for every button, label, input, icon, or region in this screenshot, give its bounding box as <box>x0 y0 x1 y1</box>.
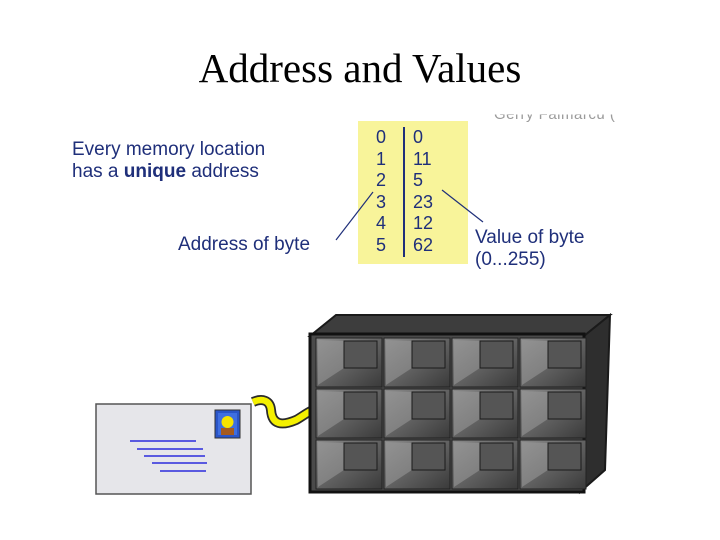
cabinet-cell <box>519 337 587 388</box>
cabinet-cell <box>451 337 519 388</box>
cabinet-cell <box>383 388 451 439</box>
caption-suffix: address <box>186 161 259 182</box>
caption-line-2: has a unique address <box>72 161 265 183</box>
cabinet-cell <box>315 439 383 490</box>
address-cell: 3 <box>376 191 387 212</box>
page-title: Address and Values <box>198 45 522 91</box>
cabinet-cell <box>519 388 587 439</box>
cabinet-cell <box>519 439 587 490</box>
cabinet-cell <box>315 337 383 388</box>
envelope-icon <box>95 403 252 495</box>
address-cell: 0 <box>376 127 387 147</box>
address-column: 0 1 2 3 4 5 <box>376 127 386 256</box>
caption: Every memory location has a unique addre… <box>72 139 265 183</box>
caption-prefix: has a <box>72 161 124 182</box>
cabinet-cell <box>451 439 519 490</box>
value-pointer-line <box>441 189 484 223</box>
cabinet-cell <box>451 388 519 439</box>
address-cell: 1 <box>376 148 387 169</box>
address-cell: 2 <box>376 170 387 190</box>
mailbox-cabinet-icon <box>307 312 613 495</box>
value-cell: 11 <box>413 148 432 169</box>
address-pointer-line <box>335 191 374 241</box>
value-cell: 62 <box>413 234 434 255</box>
caption-line-1: Every memory location <box>72 139 266 160</box>
cabinet-cell <box>315 388 383 439</box>
value-cell: 5 <box>413 170 424 190</box>
value-cell: 12 <box>413 213 434 233</box>
column-divider <box>403 127 405 257</box>
value-label: Value of byte (0...255) <box>475 227 585 271</box>
value-cell: 23 <box>413 191 434 212</box>
value-label-line-1: Value of byte <box>475 227 585 248</box>
credit-text: Gerry Faimarcu ( <box>494 106 616 124</box>
value-column: 0 11 5 23 12 62 <box>413 127 433 256</box>
cabinet-cell <box>383 337 451 388</box>
address-label: Address of byte <box>178 234 311 255</box>
cabinet-cell <box>383 439 451 490</box>
stamp-icon <box>218 413 237 435</box>
address-cell: 4 <box>376 213 387 233</box>
cabinet-cells <box>315 337 587 490</box>
memory-table: 0 1 2 3 4 5 0 11 5 23 12 62 <box>358 121 468 264</box>
value-cell: 0 <box>413 127 424 147</box>
caption-emphasis: unique <box>123 161 187 182</box>
value-label-line-2: (0...255) <box>475 249 546 270</box>
address-cell: 5 <box>376 234 387 255</box>
